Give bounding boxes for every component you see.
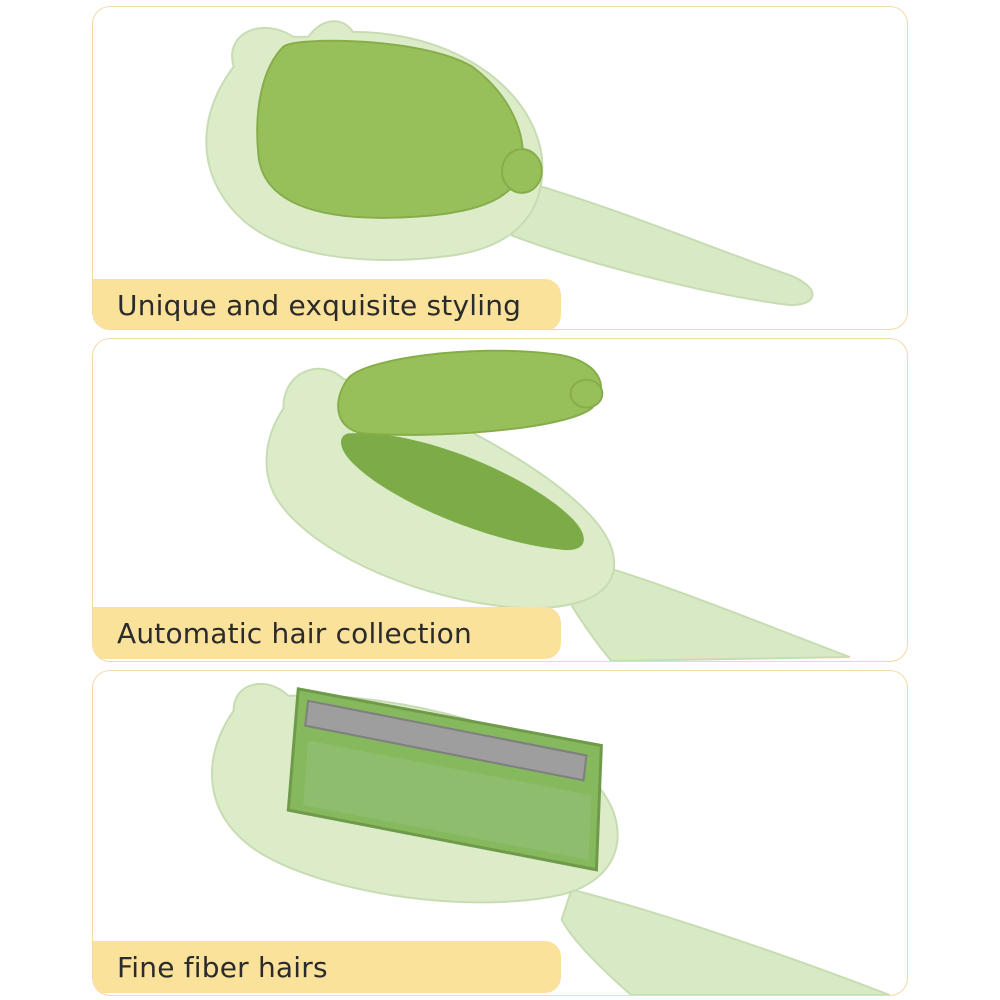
lint-remover-open-lid-icon (265, 349, 851, 661)
feature-panel-styling: Unique and exquisite styling (92, 6, 908, 330)
caption-collection: Automatic hair collection (93, 607, 561, 659)
caption-fiber: Fine fiber hairs (93, 941, 561, 993)
feature-panel-collection: Automatic hair collection (92, 338, 908, 662)
lint-remover-fiber-bed-icon (211, 682, 890, 995)
lint-remover-closed-icon (205, 20, 814, 307)
caption-styling: Unique and exquisite styling (93, 279, 561, 329)
feature-panel-fiber: Fine fiber hairs (92, 670, 908, 996)
